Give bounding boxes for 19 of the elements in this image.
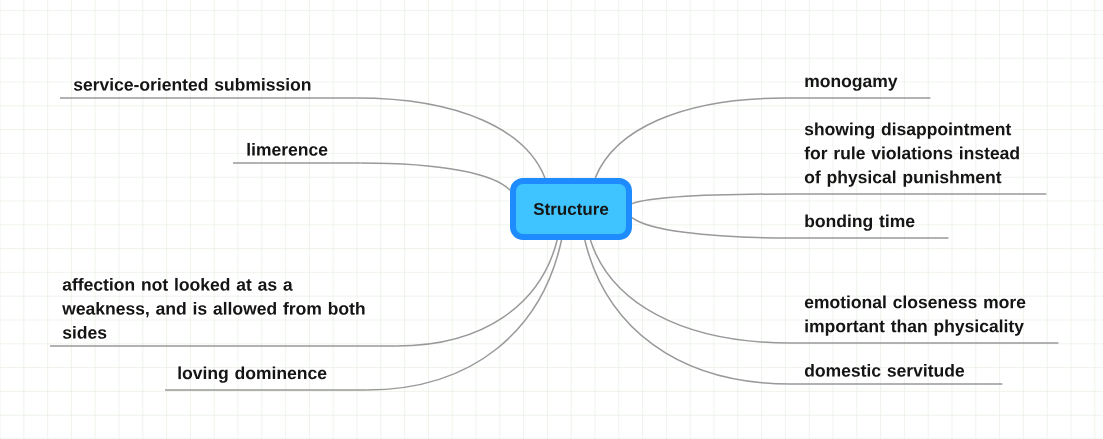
connector-line (355, 97, 546, 179)
central-topic-box: Structure (510, 178, 632, 240)
underlined-topic: emotional closeness more important than physicality (789, 295, 1060, 344)
underlined-topic: bonding time (789, 214, 950, 239)
underlined-topic: showing disappointment for rule violations instead of physical punishment (793, 122, 1048, 195)
underlined-topic: domestic servitude (789, 363, 1004, 385)
underlined-topic: affection not looked at as a weakness, and is allowed from both sides (49, 277, 398, 347)
underlined-topic: loving dominence (164, 366, 368, 391)
connector-line (365, 239, 563, 391)
connector-line (631, 193, 795, 205)
connector-line (395, 239, 558, 347)
connector-line (594, 97, 786, 179)
connector-line (589, 239, 791, 344)
underlined-topic: monogamy (784, 77, 932, 99)
connector-line (359, 162, 511, 192)
connector-line (584, 239, 791, 385)
connector-line (631, 216, 791, 239)
underlined-topic: limerence (232, 142, 362, 164)
underlined-topic: service-oriented submission (59, 77, 358, 99)
